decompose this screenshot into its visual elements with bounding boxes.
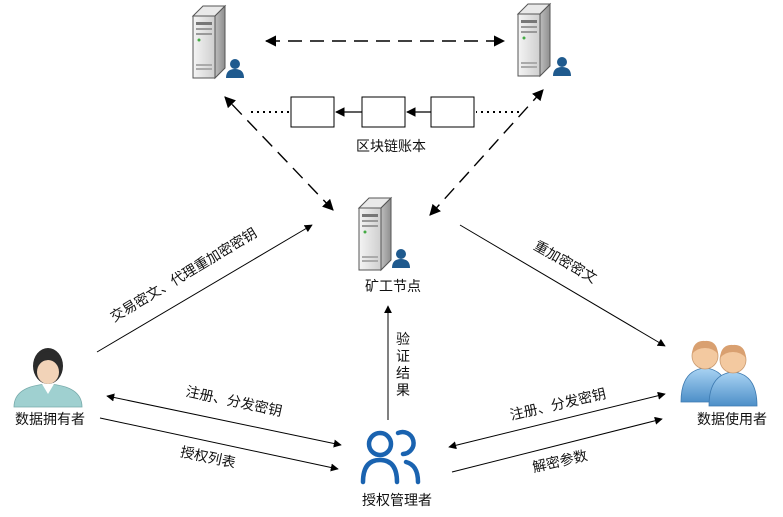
server-icon-miner [358, 197, 410, 271]
edge-manager-owner-label: 注册、分发密钥 [184, 383, 283, 420]
edge-user-manager-label: 解密参数 [531, 447, 589, 476]
edge-miner-server-left [224, 96, 334, 211]
edge-manager-miner-label-char: 证 [396, 349, 410, 365]
data-owner-icon [13, 348, 83, 408]
edge-owner-miner-label: 交易密文、代理重加密密钥 [107, 225, 260, 326]
edge-owner-manager-bottom [99, 417, 339, 472]
edge-manager-user-top [448, 391, 666, 450]
edge-miner-user [459, 224, 666, 347]
ledger-block [290, 96, 335, 128]
manager-icon [360, 429, 421, 485]
user-label: 数据使用者 [697, 411, 767, 428]
server-icon-top-right [517, 3, 571, 77]
owner-label: 数据拥有者 [15, 412, 85, 428]
edge-manager-miner-label-char: 验 [396, 332, 410, 348]
miner-label: 矿工节点 [365, 279, 421, 295]
ledger-block [361, 96, 406, 128]
edge-miner-user-label: 重加密密文 [531, 237, 600, 287]
ledger-block [430, 96, 475, 128]
edge-manager-miner-label-char: 结 [396, 366, 410, 382]
edge-manager-miner-label-char: 果 [396, 383, 410, 399]
edge-user-manager-bottom [451, 416, 663, 473]
ledger-chain [247, 96, 519, 128]
edge-manager-miner-label: 验证结果 [396, 332, 410, 399]
edge-owner-manager-label: 授权列表 [179, 444, 237, 471]
data-user-icon [680, 340, 758, 407]
server-icon-top-left [192, 5, 244, 79]
manager-label: 授权管理者 [362, 493, 432, 509]
edge-owner-manager-top [106, 393, 342, 448]
edge-manager-user-label: 注册、分发密钥 [508, 385, 607, 424]
ledger-label: 区块链账本 [356, 139, 426, 155]
edge-owner-miner [96, 224, 313, 353]
edge-miner-server-right [429, 89, 544, 216]
